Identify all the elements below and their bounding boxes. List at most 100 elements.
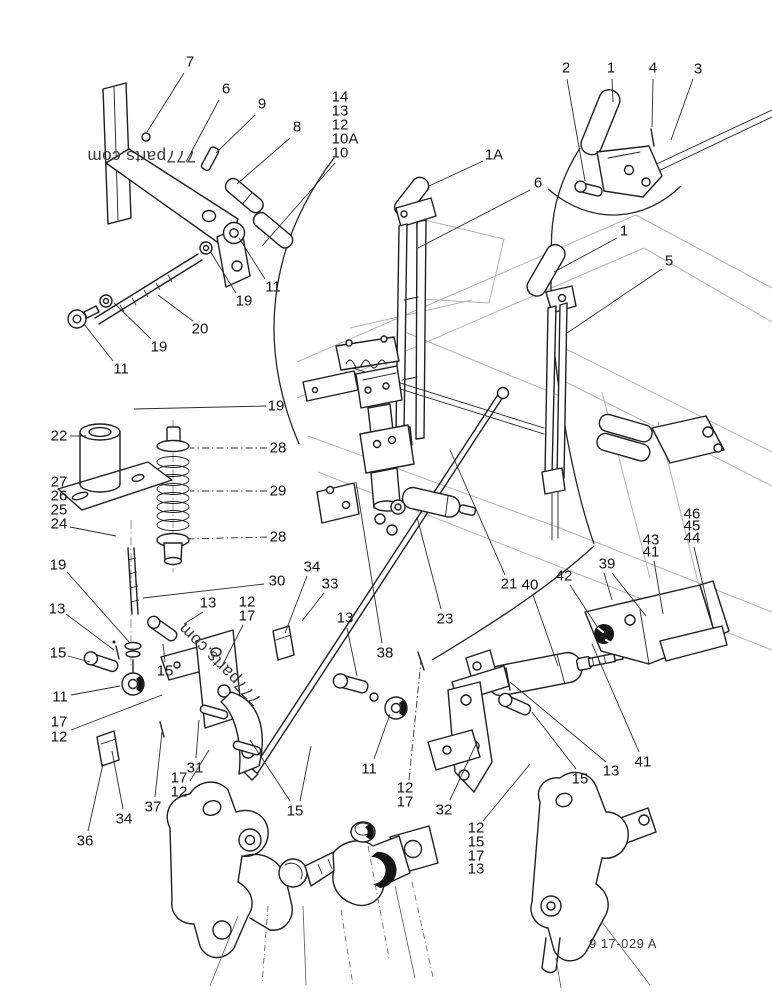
clamp-assembly [278,821,439,907]
leader-line-24 [69,526,117,537]
callout-8: 8 [293,119,301,136]
callout-43: 43 [643,532,660,549]
leader-stubs [209,845,651,989]
bellcrank-left [166,781,293,959]
leader-line-34 [284,575,308,634]
leader-line-6 [185,99,220,163]
callout-2: 2 [562,60,570,77]
leader-line-32 [449,741,478,801]
callout-10: 10 [332,145,349,162]
callout-28: 28 [270,440,287,457]
damper-40 [332,649,624,720]
watermark-top: 777parts.com [87,147,196,166]
callout-11: 11 [361,761,377,778]
callout-13: 13 [337,610,354,627]
callout-6: 6 [222,81,230,98]
leader-line-34 [111,750,124,810]
leader-line-6 [417,189,531,249]
leader-line-19 [209,250,237,294]
leader-line-5 [566,268,663,334]
callout-13: 13 [332,103,349,120]
callout-15: 15 [287,803,304,820]
cross-shaft-assembly [596,413,725,464]
callout-1A: 1A [485,147,503,164]
callout-1: 1 [620,223,628,240]
callout-23: 23 [437,611,454,628]
callout-28: 28 [270,529,287,546]
callout-30: 30 [269,573,286,590]
leader-line-36 [87,763,104,832]
leader-line-13 [183,611,204,625]
callout-17: 17 [397,794,414,811]
callout-17: 17 [239,608,256,625]
leader-line-39 [603,572,613,601]
callout-15: 15 [468,834,485,851]
callout-11: 11 [265,279,281,296]
leader-line-30 [142,583,265,599]
leader-line-11 [70,685,121,696]
leader-line-13 [65,613,115,651]
leader-line-15 [299,745,312,802]
leader-line-7 [146,72,185,133]
leader-line-13 [346,627,358,677]
angle-bracket-41-44 [584,580,730,665]
leader-line-20 [157,294,194,322]
damper-23 [390,486,477,518]
callout-13: 13 [468,861,485,878]
mount-cylinder-22 [57,423,173,511]
leader-line-15 [67,655,91,663]
callout-25: 25 [51,502,68,519]
central-valve-assembly [302,335,545,536]
leader-line-17 [408,659,422,781]
leader-line-12 [482,763,531,822]
leader-line-33 [301,592,325,622]
callout-17: 17 [171,770,188,787]
leader-line-9 [215,114,256,154]
leader-line-11 [83,323,114,362]
leader-line-12 [70,694,163,731]
callout-6: 6 [534,175,542,192]
callout-11: 11 [113,361,129,378]
callout-11: 11 [52,689,68,706]
leader-line-42 [569,584,599,629]
callout-19: 19 [268,398,285,415]
leader-line-19 [113,302,152,340]
leader-line-4 [651,78,654,128]
callout-34: 34 [116,811,133,828]
figure-reference: 9 17-029 A [589,936,657,951]
leader-line-40 [532,594,559,667]
callout-46: 46 [684,506,701,523]
leader-line-12 [189,749,210,782]
control-lever-top-right [574,89,772,198]
callout-5: 5 [665,253,673,270]
callout-12: 12 [397,780,414,797]
leader-line-41 [591,643,640,753]
callout-39: 39 [599,556,616,573]
callout-29: 29 [270,483,287,500]
leader-line-38 [355,481,383,644]
leader-line-21 [449,449,506,576]
callout-37: 37 [145,799,162,816]
callout-12: 12 [171,784,188,801]
leader-line-11 [238,237,266,280]
callout-45: 45 [684,518,701,535]
adjuster-rod-group [83,520,145,696]
bracket-lever-7 [102,82,251,288]
callout-26: 26 [51,488,68,505]
callout-32: 32 [436,802,453,819]
callout-41: 41 [635,754,652,771]
leader-line-1A [428,160,484,187]
callout-38: 38 [377,645,394,662]
leader-line-8 [236,137,291,185]
callout-44: 44 [684,530,701,547]
callout-20: 20 [192,321,209,338]
callout-15: 15 [157,663,174,680]
callout-19: 19 [151,339,168,356]
leader-line-17 [221,624,244,667]
callout-4: 4 [649,60,657,77]
callout-12: 12 [332,117,349,134]
callout-19: 19 [236,293,253,310]
